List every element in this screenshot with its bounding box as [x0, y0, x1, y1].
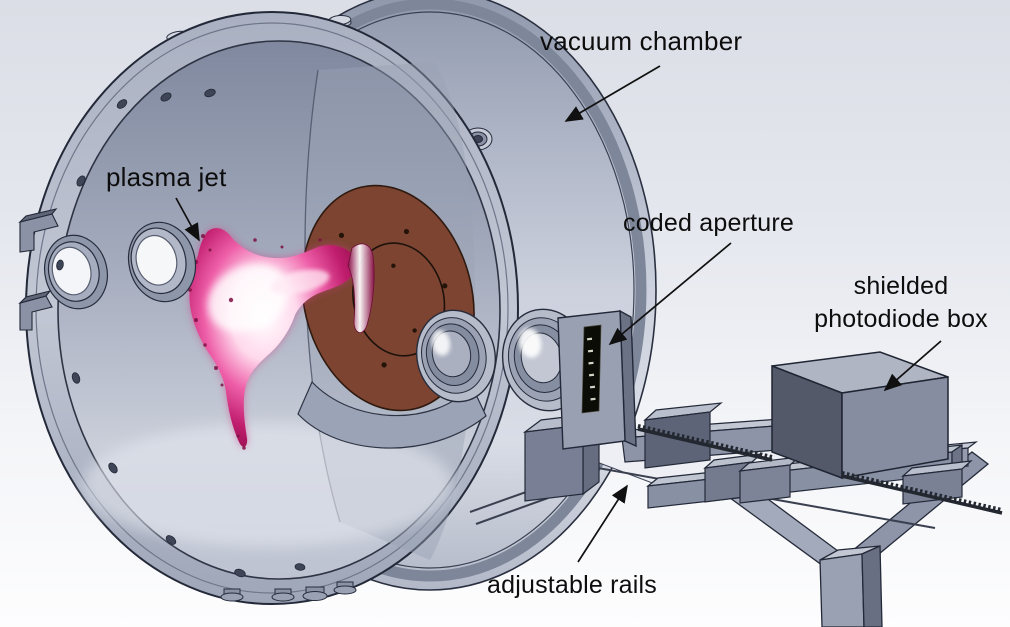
label-line-photodiode-box: photodiode box: [814, 305, 988, 333]
front-port-hole-left: [44, 234, 108, 310]
label-coded-aperture: coded aperture: [623, 209, 794, 237]
vacuum-chamber: [18, 0, 657, 605]
arrow-plasma-jet: [175, 197, 200, 242]
bottom-bolt-stubs: [220, 581, 357, 602]
label-vacuum-chamber: vacuum chamber: [540, 26, 743, 56]
annotation-arrows: [175, 65, 942, 563]
arrow-shielded-photodiode-box: [883, 340, 942, 392]
photodiode-box: [771, 351, 949, 480]
rim-bolt-holes: [56, 88, 306, 578]
arrow-vacuum-chamber: [564, 65, 661, 122]
cutaway-scoop: [297, 380, 487, 449]
rail-carriage-blocks: [703, 453, 973, 505]
label-line-shielded: shielded: [853, 272, 949, 300]
label-adjustable-rails: adjustable rails: [487, 571, 657, 599]
stand-post-side: [861, 545, 883, 627]
front-port-hole-right: [127, 221, 197, 303]
coded-aperture: [557, 309, 637, 450]
plasma-speckles: [188, 234, 322, 450]
aperture-slit: [581, 324, 602, 414]
arrow-adjustable-rails: [577, 484, 628, 563]
plasma-jet: [188, 228, 375, 450]
plasma-wisp: [347, 243, 375, 333]
label-shielded-photodiode-box: shielded photodiode box: [795, 270, 1007, 336]
interior-light-band: [83, 423, 453, 547]
box-side-face: [841, 376, 949, 479]
side-port-left: [415, 309, 497, 403]
aperture-code-marks: [586, 337, 596, 401]
label-plasma-jet: plasma jet: [106, 162, 227, 192]
threaded-rods: [637, 424, 1003, 515]
arrow-coded-aperture: [608, 242, 732, 346]
stand-post: [819, 553, 865, 627]
thin-guide-rod-left2: [475, 497, 549, 525]
left-bracket-tabs: [18, 208, 59, 331]
